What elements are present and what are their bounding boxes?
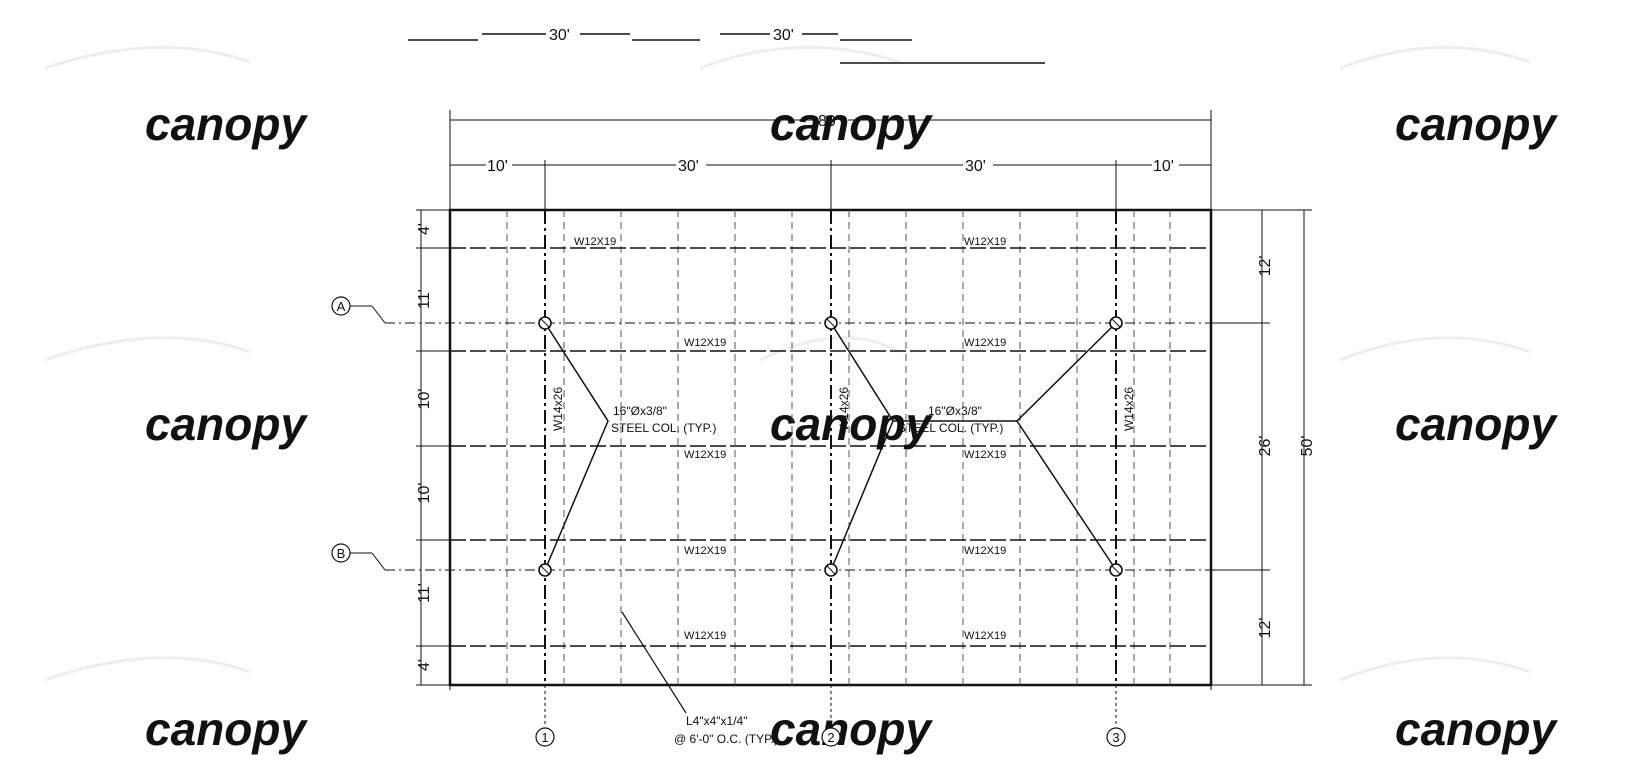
scale-bar-right-label: 30' [773, 27, 794, 44]
beam-label: W12X19 [964, 236, 1006, 248]
beam-label: W12X19 [684, 337, 726, 349]
column-beam-label: W14x26 [551, 387, 565, 431]
watermark-logo: canopy [1339, 336, 1558, 450]
right-segment-label: 12' [1257, 618, 1274, 639]
right-segment-dimension: 12' 26' 12' [1211, 209, 1274, 686]
watermark-text: canopy [770, 703, 933, 755]
grid-bubble-row-b: B [331, 543, 386, 571]
beam-label: W12X19 [684, 545, 726, 557]
watermark-logo: canopy [44, 656, 308, 755]
watermark-text: canopy [145, 98, 308, 150]
watermark-group: canopy canopy canopy canopy canopy canop… [44, 45, 1558, 755]
callout-line: @ 6'-0" O.C. (TYP.) [674, 732, 778, 746]
grid-column-label: 1 [541, 730, 548, 745]
beam-label: W12X19 [684, 449, 726, 461]
watermark-text: canopy [1395, 98, 1558, 150]
top-segment-label: 30' [965, 158, 986, 175]
watermark-logo: canopy [770, 703, 933, 755]
column-callout-center: 16"Øx3/8" STEEL COL. (TYP.) [898, 404, 1003, 435]
scale-bar-left-label: 30' [549, 27, 570, 44]
left-segment-label: 10' [416, 389, 433, 410]
watermark-text: canopy [1395, 398, 1558, 450]
beam-label: W12X19 [964, 449, 1006, 461]
watermark-text: canopy [145, 703, 308, 755]
grid-row-label: B [337, 546, 346, 561]
watermark-text: canopy [145, 398, 308, 450]
left-segment-label: 4' [416, 223, 433, 235]
row-grid-lines [385, 322, 1211, 571]
grid-bubble-col-3: 3 [1106, 685, 1126, 747]
left-segment-label: 4' [416, 659, 433, 671]
beam-label: W12X19 [574, 236, 616, 248]
overall-depth-dimension: 50' [1211, 209, 1316, 686]
left-segment-label: 11' [416, 289, 433, 309]
steel-column [1109, 316, 1123, 330]
steel-column [538, 563, 552, 577]
overall-depth-label: 50' [1299, 436, 1316, 457]
left-segment-dimension: 4' 11' 10' 10' 11' 4' [416, 209, 450, 686]
watermark-logo: canopy [699, 45, 933, 150]
watermark-text: canopy [1395, 703, 1558, 755]
top-segment-label: 30' [678, 158, 699, 175]
left-segment-label: 10' [416, 483, 433, 504]
top-scale-bar: 30' 30' [408, 27, 1045, 64]
right-segment-label: 12' [1257, 256, 1274, 277]
watermark-text: canopy [770, 98, 933, 150]
top-segment-dimension: 10' 30' 30' 10' [450, 158, 1211, 210]
watermark-logo: canopy [44, 336, 308, 450]
callout-line: STEEL COL. (TYP.) [611, 421, 716, 435]
grid-column-label: 3 [1112, 730, 1119, 745]
beam-label: W12X19 [964, 337, 1006, 349]
top-segment-label: 10' [1153, 158, 1174, 175]
angle-callout: L4"x4"x1/4" @ 6'-0" O.C. (TYP.) [621, 611, 778, 746]
column-callout-leaders [544, 322, 1117, 571]
column-callout-left: 16"Øx3/8" STEEL COL. (TYP.) [611, 404, 716, 435]
column-beam-label: W14x26 [1122, 387, 1136, 431]
callout-line: STEEL COL. (TYP.) [898, 421, 1003, 435]
grid-bubble-row-a: A [331, 296, 386, 324]
column-beam-label: W14x26 [837, 387, 851, 431]
grid-bubble-col-1: 1 [535, 685, 555, 747]
grid-bubble-col-2: 2 [821, 685, 841, 747]
steel-column [538, 316, 552, 330]
callout-line: 16"Øx3/8" [928, 404, 982, 418]
watermark-logo: canopy [1339, 656, 1558, 755]
beam-labels: W12X19 W12X19 W12X19 W12X19 W12X19 W12X1… [574, 236, 1006, 642]
callout-line: 16"Øx3/8" [613, 404, 667, 418]
beam-label: W12X19 [964, 630, 1006, 642]
column-grid-lines [544, 210, 1117, 685]
grid-row-label: A [337, 299, 346, 314]
steel-column [824, 563, 838, 577]
watermark-logo: canopy [1339, 45, 1558, 150]
steel-column [824, 316, 838, 330]
beam-label: W12X19 [684, 630, 726, 642]
steel-column [1109, 563, 1123, 577]
left-segment-label: 11' [416, 583, 433, 603]
top-segment-label: 10' [487, 158, 508, 175]
overall-width-label: 80' [818, 113, 839, 130]
right-segment-label: 26' [1257, 436, 1274, 457]
grid-column-label: 2 [827, 730, 834, 745]
beam-label: W12X19 [964, 545, 1006, 557]
callout-line: L4"x4"x1/4" [686, 714, 747, 728]
watermark-logo: canopy [44, 45, 308, 150]
